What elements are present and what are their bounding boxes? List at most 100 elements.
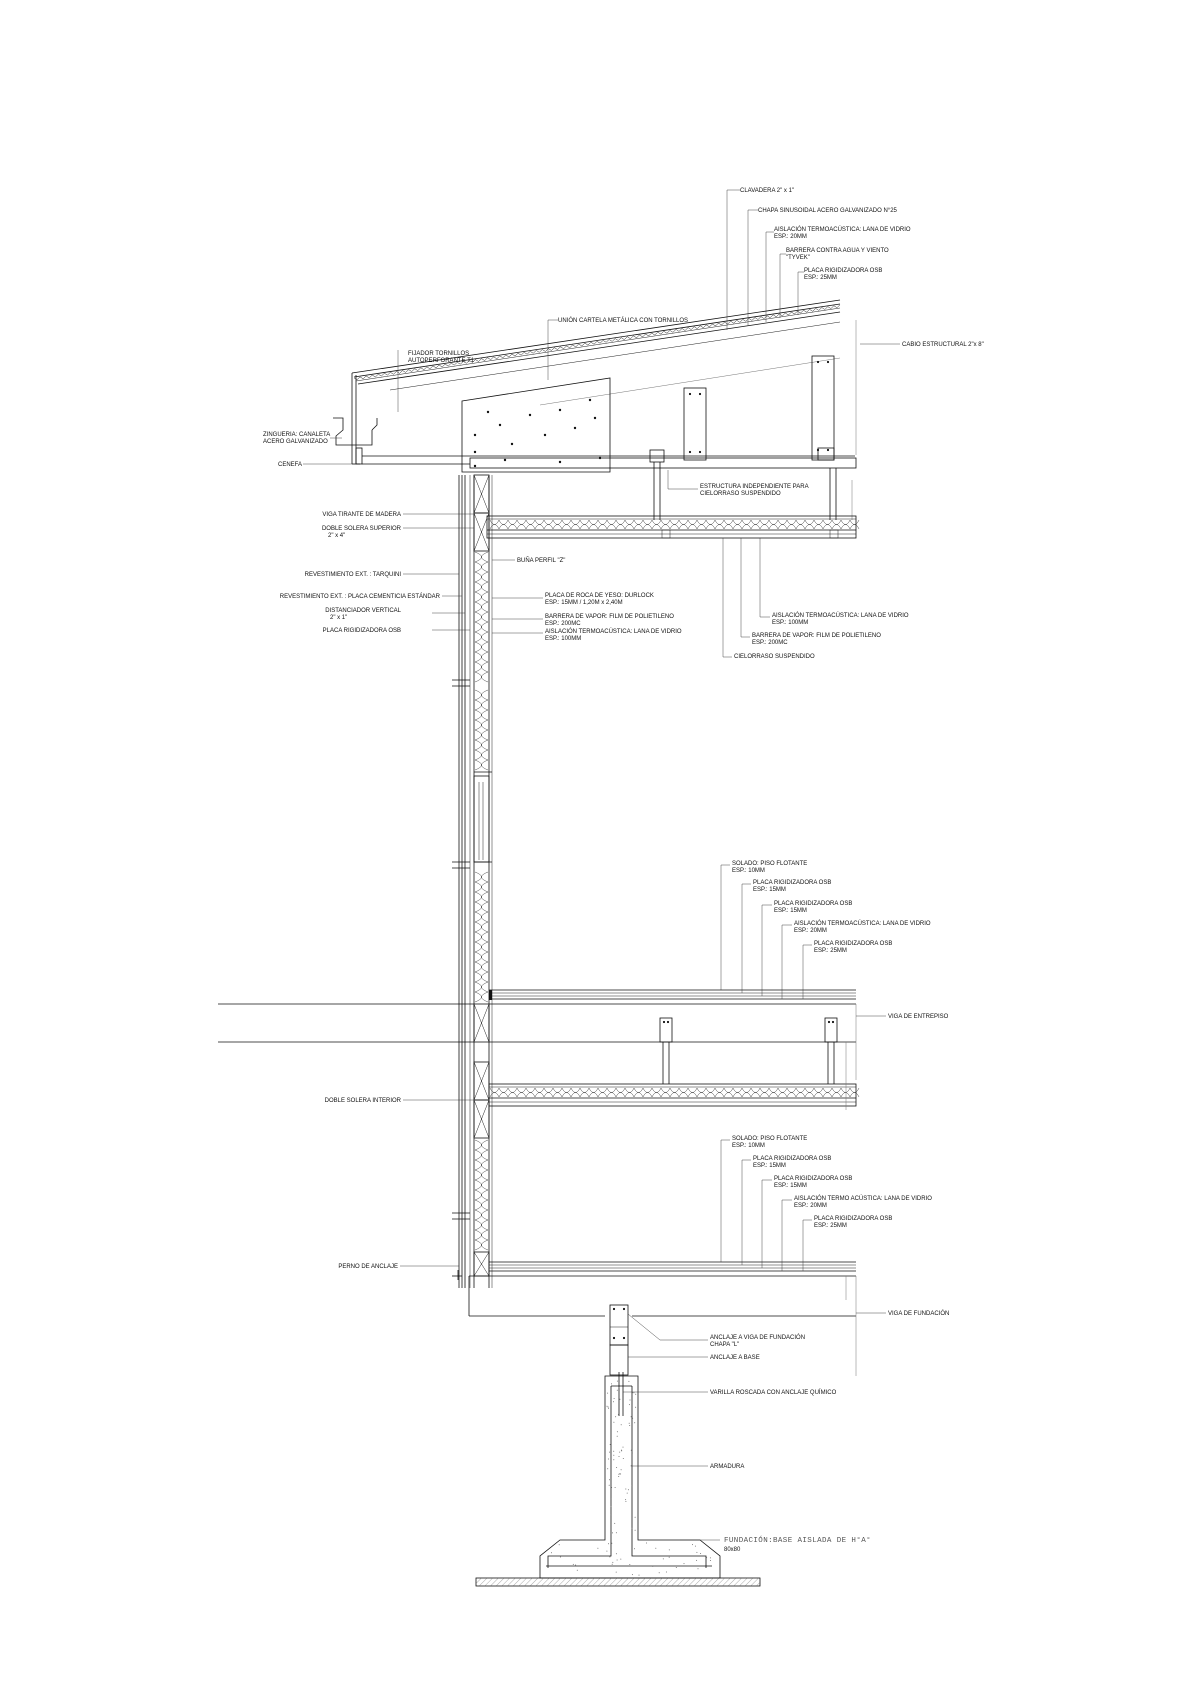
- concrete-aggregate: [611, 1563, 613, 1565]
- concrete-aggregate: [632, 1392, 633, 1394]
- ceiling-assembly: [486, 515, 860, 539]
- concrete-aggregate: [638, 1574, 640, 1576]
- label-osb-2b: PLACA RIGIDIZADORA OSB: [774, 1176, 852, 1182]
- concrete-aggregate: [613, 1450, 615, 1452]
- concrete-aggregate: [652, 1565, 654, 1567]
- label-osb-techo: PLACA RIGIDIZADORA OSB: [804, 268, 882, 274]
- label-osb-2a: PLACA RIGIDIZADORA OSB: [753, 1156, 831, 1162]
- concrete-aggregate: [634, 1516, 636, 1518]
- concrete-aggregate: [616, 1435, 618, 1437]
- label-aisl-1: AISLACIÓN TERMOACÚSTICA: LANA DE VIDRIO: [794, 920, 931, 927]
- gusset-bolt: [573, 426, 577, 430]
- label-aislacion-techo: AISLACIÓN TERMOACÚSTICA: LANA DE VIDRIO: [774, 226, 911, 233]
- concrete-aggregate: [613, 1421, 615, 1423]
- concrete-aggregate: [706, 1557, 708, 1559]
- label-osb-1a: PLACA RIGIDIZADORA OSB: [753, 880, 831, 886]
- label-viga-entrepiso: VIGA DE ENTREPISO: [888, 1014, 949, 1020]
- gusset-bolt: [486, 410, 490, 414]
- label-solado-2: SOLADO: PISO FLOTANTE: [732, 1136, 807, 1142]
- concrete-aggregate: [694, 1545, 696, 1547]
- concrete-aggregate: [607, 1406, 609, 1408]
- label-barrera-vapor-muro: BARRERA DE VAPOR: FILM DE POLIETILENO: [545, 614, 674, 620]
- label-fundacion: FUNDACIÓN:BASE AISLADA DE H°A°: [724, 1535, 871, 1545]
- bolt: [612, 1307, 616, 1311]
- concrete-aggregate: [634, 1529, 636, 1531]
- concrete-aggregate: [696, 1551, 698, 1553]
- gusset-bolt: [593, 416, 597, 420]
- bolt: [816, 360, 820, 364]
- gusset-bolt: [510, 442, 514, 446]
- bolt: [622, 1336, 626, 1340]
- bolt: [831, 1020, 835, 1024]
- bolt: [688, 450, 692, 454]
- concrete-aggregate: [607, 1468, 609, 1470]
- concrete-aggregate: [634, 1548, 635, 1550]
- concrete-aggregate: [611, 1383, 612, 1385]
- label-osb-1c-esp: ESP.: 25MM: [814, 948, 847, 954]
- concrete-aggregate: [572, 1563, 574, 1565]
- label-barrera-vapor-cielo: BARRERA DE VAPOR: FILM DE POLIETILENO: [752, 633, 881, 639]
- concrete-aggregate: [612, 1561, 614, 1563]
- label-barrera-vapor-cielo-2: ESP.: 200MC: [752, 640, 788, 646]
- concrete-aggregate: [613, 1398, 615, 1399]
- concrete-aggregate: [611, 1487, 613, 1488]
- label-aisl-2-esp: ESP.: 20MM: [794, 1203, 827, 1209]
- concrete-aggregate: [608, 1543, 609, 1545]
- label-barrera-vapor-muro-2: ESP.: 200MC: [545, 621, 581, 627]
- label-osb-1b: PLACA RIGIDIZADORA OSB: [774, 901, 852, 907]
- concrete-aggregate: [697, 1568, 699, 1570]
- gusset-bolt: [498, 423, 502, 427]
- label-doble-solera-int: DOBLE SOLERA INTERIOR: [325, 1098, 402, 1104]
- label-estructura-indep: ESTRUCTURA INDEPENDIENTE PARA: [700, 484, 809, 490]
- roof-assembly: [333, 299, 857, 1340]
- concrete-aggregate: [615, 1571, 617, 1573]
- concrete-aggregate: [630, 1449, 632, 1451]
- concrete-aggregate: [609, 1451, 611, 1453]
- gusset-bolt: [528, 413, 532, 417]
- concrete-aggregate: [616, 1380, 618, 1382]
- concrete-aggregate: [635, 1393, 637, 1395]
- concrete-aggregate: [615, 1416, 617, 1418]
- bolt: [826, 448, 830, 452]
- label-clavadera: CLAVADERA 2" x 1": [740, 188, 794, 194]
- gusset-bolt: [473, 450, 477, 454]
- concrete-aggregate: [634, 1422, 636, 1424]
- concrete-aggregate: [606, 1550, 608, 1552]
- concrete-aggregate: [620, 1473, 622, 1475]
- label-armadura: ARMADURA: [710, 1464, 744, 1470]
- label-solado-2-esp: ESP.: 10MM: [732, 1143, 765, 1149]
- label-barrera-agua: BARRERA CONTRA AGUA Y VIENTO: [786, 248, 889, 254]
- label-viga-fundacion: VIGA DE FUNDACIÓN: [888, 1310, 949, 1317]
- label-anclaje-base: ANCLAJE A BASE: [710, 1355, 760, 1361]
- label-aislacion-cielo: AISLACIÓN TERMOACÚSTICA: LANA DE VIDRIO: [772, 612, 909, 619]
- label-osb-1c: PLACA RIGIDIZADORA OSB: [814, 941, 892, 947]
- concrete-aggregate: [655, 1547, 657, 1549]
- concrete-aggregate: [618, 1387, 620, 1389]
- label-zingueria-2: ACERO GALVANIZADO: [263, 439, 328, 445]
- concrete-aggregate: [611, 1542, 613, 1544]
- label-cabio: CABIO ESTRUCTURAL 2"x 8": [902, 342, 984, 348]
- label-fijador-2: AUTOPERFORANTE T1: [408, 358, 475, 364]
- concrete-aggregate: [633, 1392, 635, 1394]
- concrete-aggregate: [616, 1467, 618, 1468]
- concrete-aggregate: [627, 1489, 629, 1491]
- concrete-aggregate: [619, 1451, 621, 1453]
- label-osb-2a-esp: ESP.: 15MM: [753, 1163, 786, 1169]
- label-durlock: PLACA DE ROCA DE YESO: DURLOCK: [545, 593, 654, 599]
- concrete-aggregate: [628, 1422, 630, 1424]
- label-solado-1: SOLADO: PISO FLOTANTE: [732, 861, 807, 867]
- ground-floor-assembly: [468, 1261, 857, 1376]
- concrete-aggregate: [635, 1406, 637, 1408]
- bolt: [666, 1020, 670, 1024]
- concrete-aggregate: [619, 1398, 621, 1400]
- label-aislacion-muro-2: ESP.: 100MM: [545, 636, 581, 642]
- label-anclaje-viga-2: CHAPA "L": [710, 1342, 739, 1348]
- label-aislacion-cielo-2: ESP.: 100MM: [772, 620, 808, 626]
- label-aislacion-techo-esp: ESP.: 20MM: [774, 234, 807, 240]
- concrete-aggregate: [613, 1459, 615, 1461]
- concrete-aggregate: [608, 1407, 609, 1409]
- concrete-aggregate: [615, 1553, 617, 1555]
- label-osb-2b-esp: ESP.: 15MM: [774, 1183, 807, 1189]
- concrete-aggregate: [575, 1564, 577, 1566]
